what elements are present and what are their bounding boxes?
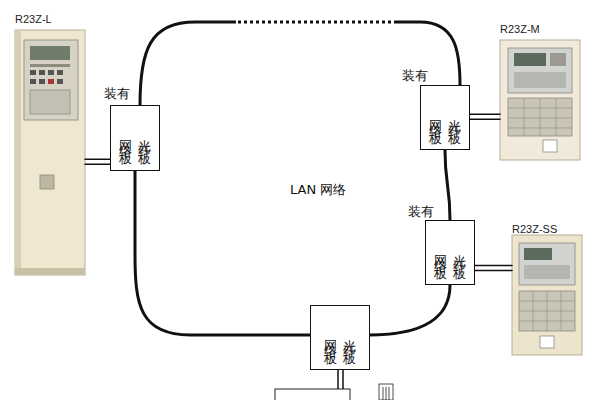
dotted-line — [238, 21, 392, 24]
device-name: R23Z-M — [500, 22, 540, 36]
board-text: 光纤板 — [453, 244, 466, 262]
floor-cabinet — [15, 30, 85, 275]
note-label: LAN 网络 — [290, 183, 346, 196]
lan-cable — [370, 285, 450, 335]
double-link — [470, 114, 500, 119]
board-box: 网络板光纤板 — [425, 220, 475, 285]
note-label: 装有 — [104, 87, 130, 100]
board-text: 网络板 — [324, 329, 337, 347]
board-text: 光纤板 — [448, 109, 461, 127]
cabinet-node: R23Z-L — [15, 12, 85, 275]
board-text: 网络板 — [429, 109, 442, 127]
board-box: 网络板光纤板 — [110, 105, 160, 171]
board-text: 光纤板 — [343, 329, 356, 347]
lan-cable — [445, 150, 450, 220]
note-label: 装有 — [402, 69, 428, 82]
board-box: 网络板光纤板 — [310, 305, 370, 370]
wall-cabinet — [512, 235, 582, 355]
gap-mask — [236, 17, 394, 27]
double-link — [85, 159, 110, 164]
device-name: R23Z-L — [15, 12, 52, 26]
board-box: 网络板光纤板 — [420, 85, 470, 150]
lan-cable — [135, 171, 310, 335]
board-text: 光纤板 — [138, 129, 151, 147]
board-text: 网络板 — [119, 129, 132, 147]
board-text: 网络板 — [434, 244, 447, 262]
device-name: R23Z-SS — [512, 222, 557, 236]
double-link — [475, 266, 512, 271]
wall-cabinet — [500, 40, 580, 160]
note-label: 装有 — [408, 205, 434, 218]
cabinet-node: R23Z-SS — [512, 222, 582, 355]
lan-cable — [140, 22, 460, 105]
bottom-device — [275, 370, 393, 400]
cabinet-node: R23Z-M — [500, 22, 580, 160]
